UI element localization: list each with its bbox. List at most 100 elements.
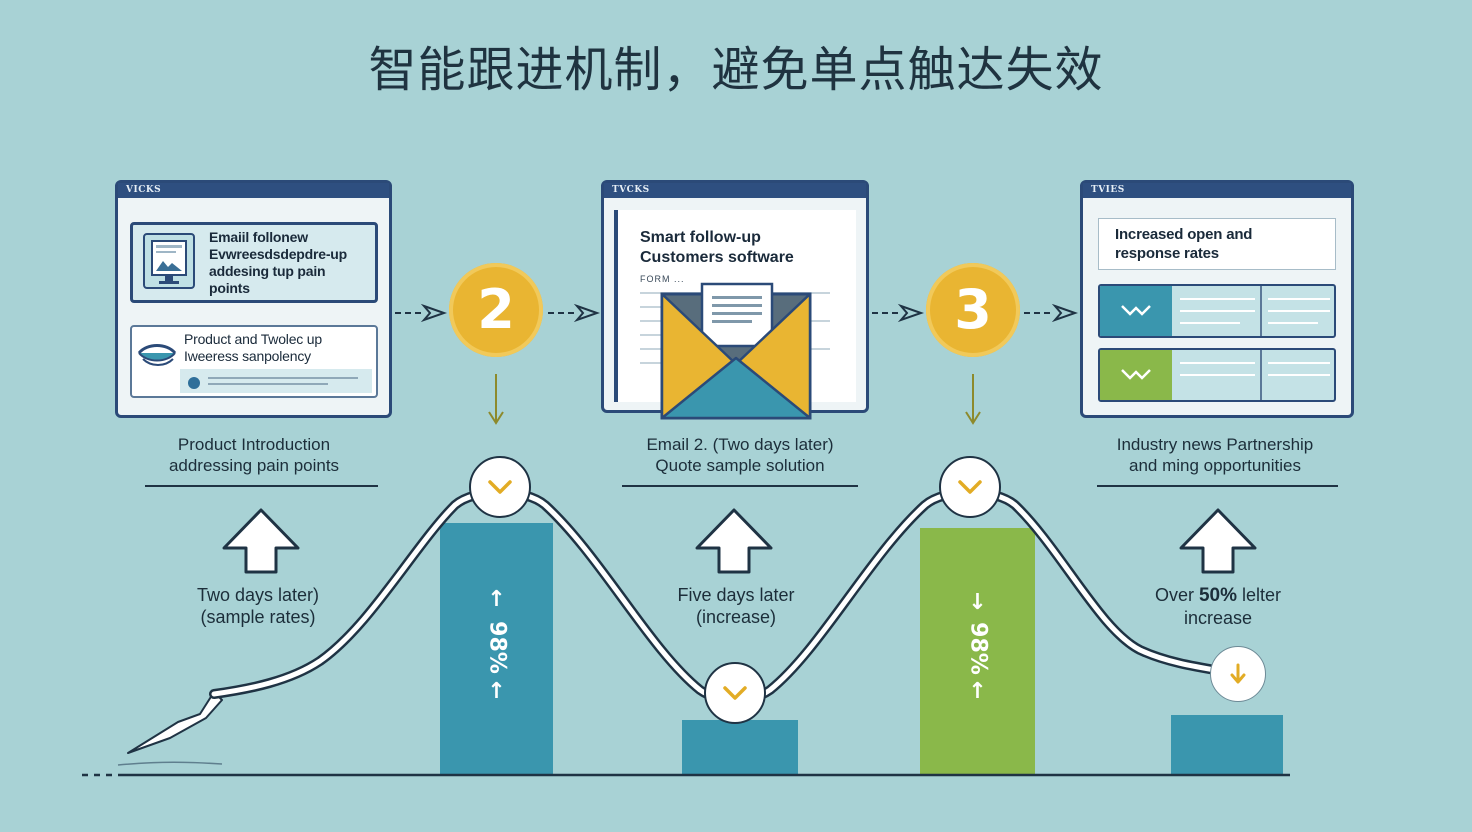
timing-prefix: Over [1154, 585, 1194, 605]
curve-node[interactable] [1210, 646, 1266, 702]
panel-header: VICKS [118, 183, 389, 198]
document-title: Smart follow-up Customers software [640, 228, 794, 268]
arrow-right-icon [1024, 303, 1079, 323]
caption-line: Industry news Partnership [1116, 435, 1314, 454]
timing-two-days: Two days later) (sample rates) [148, 584, 368, 628]
card-line: addesing tup pain [209, 263, 326, 279]
row-line [1180, 298, 1255, 300]
bar-label: 98% [965, 622, 990, 675]
timing-line: increase [1183, 608, 1253, 628]
timing-suffix: lelter [1242, 585, 1282, 605]
step-3-badge: 3 [926, 263, 1020, 357]
row-line [1268, 310, 1330, 312]
panel-header: TVIES [1083, 183, 1351, 198]
summary-text: Increased open and response rates [1115, 225, 1252, 263]
arrow-right-icon [548, 303, 601, 323]
chevron-down-icon [488, 480, 512, 494]
progress-strip [180, 369, 372, 393]
row-line [1268, 362, 1330, 364]
arrow-right-icon [395, 303, 448, 323]
page-title: 智能跟进机制，避免单点触达失效 [368, 42, 1104, 98]
row-line [1180, 374, 1255, 376]
response-rate-row[interactable] [1098, 348, 1336, 402]
caption-line: Email 2. (Two days later) [646, 435, 834, 454]
baseline-shadow [117, 761, 223, 766]
curve-node[interactable] [469, 456, 531, 518]
document-form-label: FORM ... [640, 274, 685, 284]
caption-line: and ming opportunities [1128, 456, 1301, 475]
arrow-up-icon [222, 508, 300, 574]
panel-header-label: TVIES [1091, 185, 1125, 195]
panel-email-followup: VICKS Emaiil follonew Evwreesdsdepdre-up… [115, 180, 392, 418]
caption-email-2: Email 2. (Two days later) Quote sample s… [620, 434, 860, 476]
panel-header: TVCKS [604, 183, 866, 198]
row-line [1180, 322, 1240, 324]
caption-divider [1097, 485, 1338, 487]
curve-node[interactable] [939, 456, 1001, 518]
open-rate-row[interactable] [1098, 284, 1336, 338]
card-line: Iweeress sanpolency [184, 348, 311, 364]
bar-step-3: ↓ 98% ↑ [920, 528, 1035, 775]
step-2-badge: 2 [449, 263, 543, 357]
panel-header-label: TVCKS [612, 185, 650, 195]
timing-line: (increase) [695, 607, 777, 627]
timing-over-50: Over 50% lelter increase [1098, 584, 1338, 629]
monitor-icon [143, 233, 195, 289]
caption-divider [622, 485, 858, 487]
caption-line: Quote sample solution [655, 456, 825, 475]
timing-line: Two days later) [196, 585, 320, 605]
row-line [1268, 374, 1330, 376]
timing-line: Over 50% lelter [1098, 584, 1338, 607]
card-line: Product and Twolec up [184, 331, 322, 347]
timing-line: (sample rates) [200, 607, 316, 627]
row-line [1180, 310, 1255, 312]
document-title-line: Smart follow-up [640, 229, 761, 246]
envelope-icon [660, 282, 812, 420]
row-line [1268, 298, 1330, 300]
caption-divider [145, 485, 378, 487]
row-divider [1260, 350, 1262, 400]
arrow-down-icon [1230, 663, 1246, 684]
card-line: Emaiil follonew [209, 229, 308, 245]
bar-email-2 [682, 720, 798, 775]
eye-icon [137, 339, 177, 371]
caption-product-introduction: Product Introduction addressing pain poi… [134, 434, 374, 476]
response-rates-summary[interactable]: Increased open and response rates [1098, 218, 1336, 270]
timing-five-days: Five days later (increase) [626, 584, 846, 628]
summary-line: response rates [1115, 245, 1219, 262]
bar-label: 98% [484, 621, 509, 674]
email-followup-card[interactable]: Emaiil follonew Evwreesdsdepdre-up addes… [130, 222, 378, 303]
chevron-down-icon [723, 686, 747, 700]
document-title-line: Customers software [640, 249, 794, 266]
summary-line: Increased open and [1115, 226, 1253, 243]
row-divider [1260, 286, 1262, 336]
caption-line: addressing pain points [168, 456, 340, 475]
curve-node[interactable] [704, 662, 766, 724]
arrow-down-icon [965, 374, 981, 425]
product-card-text: Product and Twolec up Iweeress sanpolenc… [184, 331, 322, 365]
arrow-up-icon [695, 508, 773, 574]
bar-industry-news [1171, 715, 1283, 775]
caption-line: Product Introduction [177, 435, 331, 454]
card-line: Evwreesdsdepdre-up [209, 246, 347, 262]
arrow-up-icon: ↑ [487, 679, 506, 704]
product-card[interactable]: Product and Twolec up Iweeress sanpolenc… [130, 325, 378, 398]
arrow-right-icon [872, 303, 925, 323]
response-rate-block [1100, 350, 1172, 400]
open-rate-block [1100, 286, 1172, 336]
check-wave-icon [1121, 305, 1151, 316]
curve-tail [127, 691, 223, 754]
bar-step-2: ↑ 98% ↑ [440, 523, 553, 775]
timing-emphasis: 50% [1198, 585, 1238, 606]
row-line [1268, 322, 1318, 324]
arrow-up-icon: ↑ [968, 679, 987, 704]
arrow-down-icon [488, 374, 504, 425]
row-line [1180, 362, 1255, 364]
panel-header-label: VICKS [126, 185, 162, 195]
panel-response-rates: TVIES Increased open and response rates [1080, 180, 1354, 418]
arrow-up-icon [1179, 508, 1257, 574]
timing-line: Five days later [677, 585, 795, 605]
email-followup-text: Emaiil follonew Evwreesdsdepdre-up addes… [209, 229, 347, 297]
chevron-down-icon [958, 480, 982, 494]
